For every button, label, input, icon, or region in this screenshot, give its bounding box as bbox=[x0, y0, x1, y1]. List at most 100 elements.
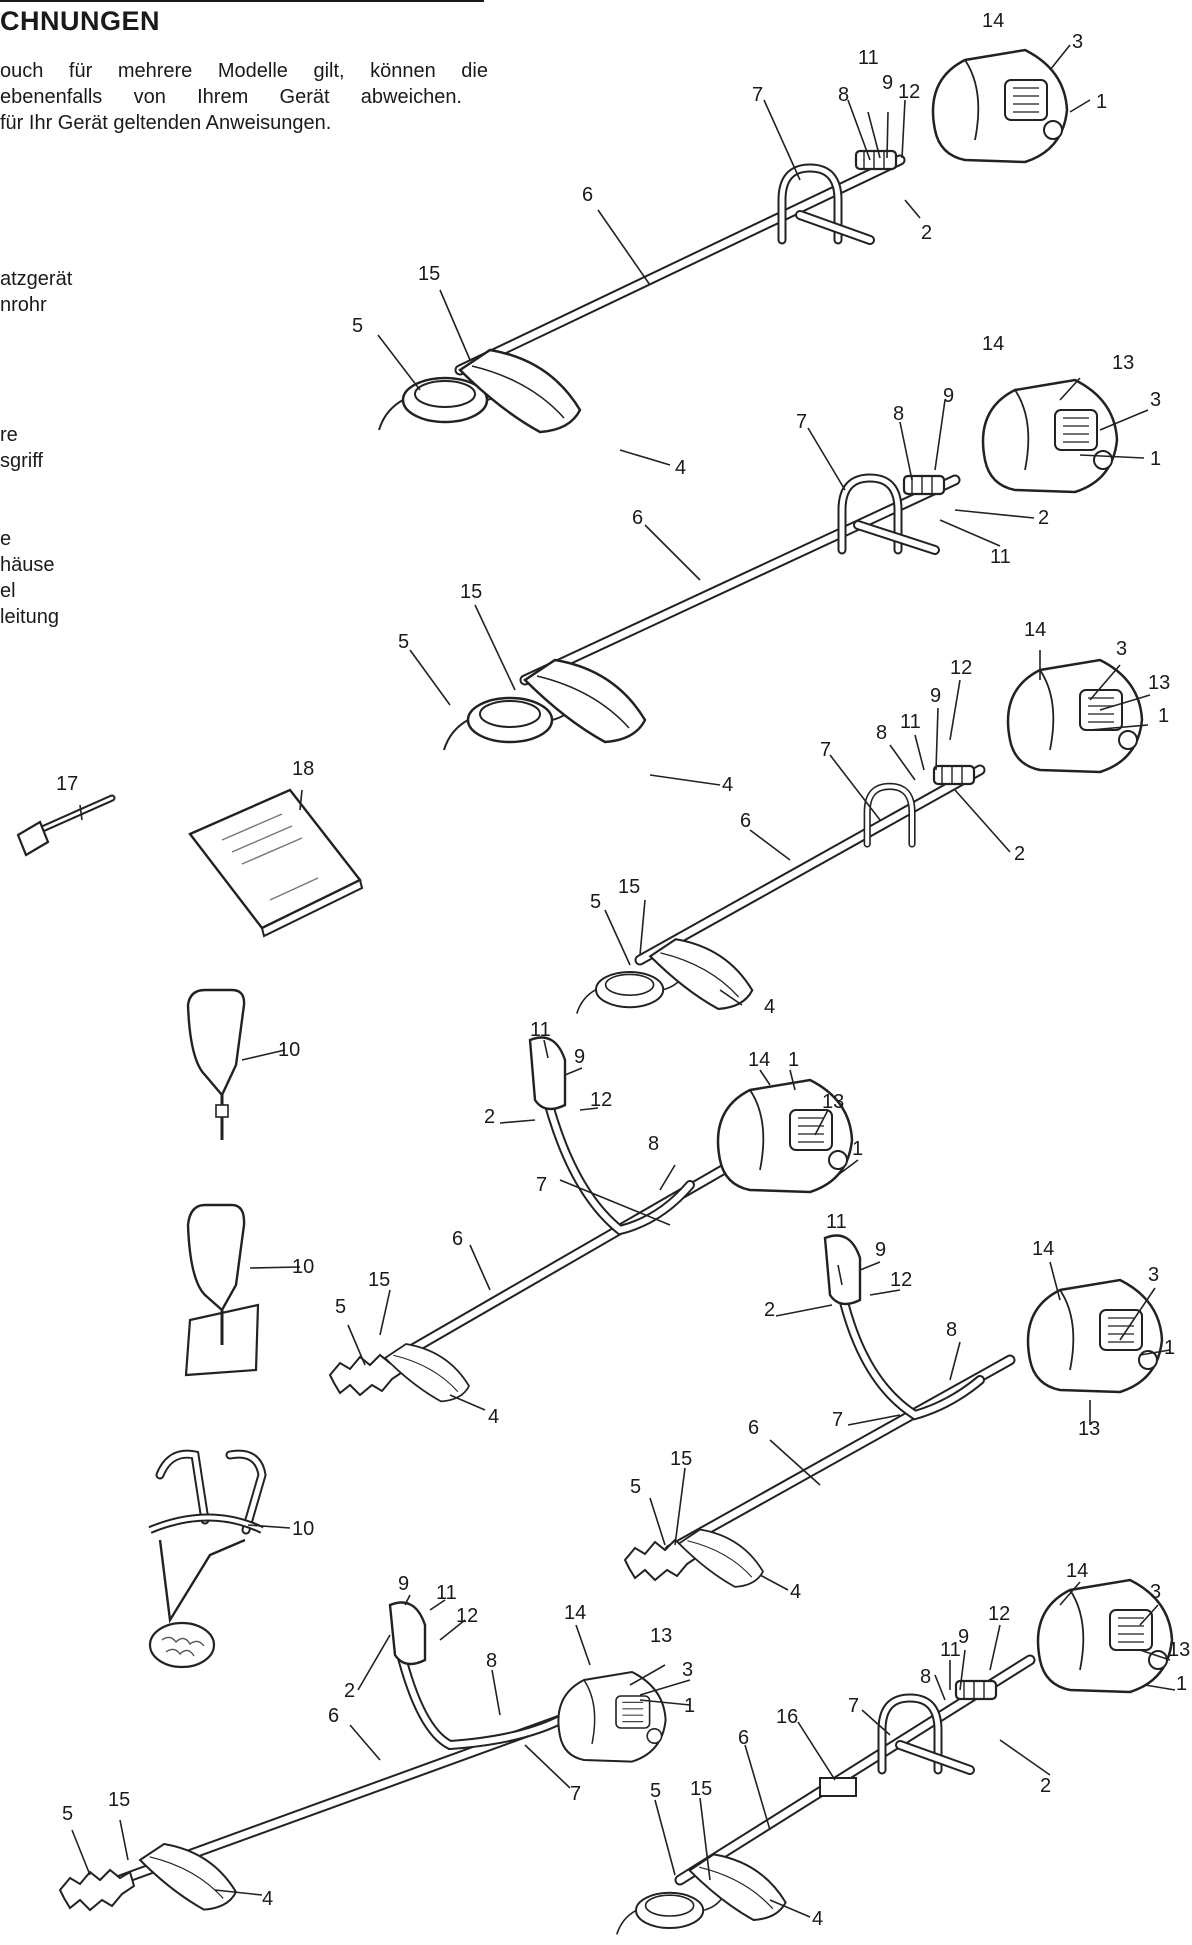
callout-label: 6 bbox=[632, 507, 643, 529]
callout-label: 1 bbox=[1176, 1673, 1187, 1695]
intro-text: ouch für mehrere Modelle gilt, können di… bbox=[0, 58, 488, 136]
brushcutter-drawing bbox=[615, 1578, 1174, 1936]
callout-label: 13 bbox=[822, 1091, 844, 1113]
callout-label: 14 bbox=[1032, 1238, 1054, 1260]
section-title: CHNUNGEN bbox=[0, 6, 161, 36]
callout-label: 14 bbox=[982, 10, 1004, 32]
callout-label: 9 bbox=[958, 1626, 969, 1648]
callout-label: 2 bbox=[484, 1106, 495, 1128]
callout-label: 4 bbox=[790, 1581, 801, 1603]
manual-booklet-drawing bbox=[188, 788, 364, 938]
parts-list-item: e bbox=[0, 528, 12, 550]
brushcutter-drawing bbox=[575, 658, 1144, 1015]
callout-label: 4 bbox=[675, 457, 686, 479]
callout-label: 8 bbox=[893, 403, 904, 425]
callout-label: 8 bbox=[838, 84, 849, 106]
callout-label: 12 bbox=[890, 1269, 912, 1291]
parts-list-item: leitung bbox=[0, 606, 59, 628]
callout-label: 6 bbox=[452, 1228, 463, 1250]
callout-label: 1 bbox=[788, 1049, 799, 1071]
callout-label: 6 bbox=[738, 1727, 749, 1749]
callout-label: 4 bbox=[262, 1888, 273, 1910]
callout-label: 1 bbox=[852, 1138, 863, 1160]
callout-label: 3 bbox=[1072, 31, 1083, 53]
callout-group-accessories: 17 18 10 10 10 bbox=[56, 758, 314, 1540]
brushcutter-drawing bbox=[624, 1234, 1164, 1588]
callout-label: 4 bbox=[488, 1406, 499, 1428]
callout-group-4: 11 9 14 1 2 12 13 8 1 7 6 15 5 4 bbox=[335, 1019, 863, 1428]
intro-line: für Ihr Gerät geltenden Anweisungen. bbox=[0, 112, 332, 134]
callout-label: 12 bbox=[950, 657, 972, 679]
parts-list-item: sgriff bbox=[0, 450, 43, 472]
spark-plug-wrench-drawing bbox=[16, 794, 116, 857]
callout-group-6: 9 11 12 14 13 8 3 2 1 6 7 5 15 4 bbox=[62, 1573, 695, 1910]
callout-label: 3 bbox=[1148, 1264, 1159, 1286]
callout-label: 5 bbox=[62, 1803, 73, 1825]
callout-label: 12 bbox=[988, 1603, 1010, 1625]
callout-label: 16 bbox=[776, 1706, 798, 1728]
callout-label: 7 bbox=[752, 84, 763, 106]
callout-label: 13 bbox=[1112, 352, 1134, 374]
intro-line: ouch für mehrere Modelle gilt, können di… bbox=[0, 60, 488, 82]
callout-group-2: 14 13 3 1 7 8 9 2 11 6 15 5 4 bbox=[398, 333, 1161, 796]
callout-label: 11 bbox=[826, 1211, 847, 1233]
brushcutter-drawing bbox=[329, 1036, 854, 1403]
callout-label: 11 bbox=[436, 1582, 457, 1604]
callout-label: 8 bbox=[876, 722, 887, 744]
callout-label: 15 bbox=[618, 876, 640, 898]
callout-label: 2 bbox=[344, 1680, 355, 1702]
callout-label: 12 bbox=[456, 1605, 478, 1627]
callout-label: 9 bbox=[574, 1046, 585, 1068]
callout-label: 14 bbox=[1024, 619, 1046, 641]
callout-label: 5 bbox=[590, 891, 601, 913]
callout-label: 14 bbox=[1066, 1560, 1088, 1582]
callout-label: 14 bbox=[564, 1602, 586, 1624]
callout-label: 1 bbox=[1164, 1337, 1175, 1359]
callout-label: 11 bbox=[900, 711, 921, 733]
callout-label: 11 bbox=[530, 1019, 551, 1041]
callout-group-3: 14 3 12 13 9 1 11 8 7 6 2 15 5 4 bbox=[590, 619, 1170, 1018]
parts-list-item: el bbox=[0, 580, 16, 602]
callout-label: 11 bbox=[858, 47, 879, 69]
callout-label: 9 bbox=[398, 1573, 409, 1595]
shoulder-strap-drawing bbox=[186, 988, 246, 1140]
callout-label: 13 bbox=[650, 1625, 672, 1647]
shoulder-strap-drawing bbox=[184, 1203, 260, 1377]
callout-label: 9 bbox=[875, 1239, 886, 1261]
callout-label: 8 bbox=[486, 1650, 497, 1672]
callout-label: 4 bbox=[764, 996, 775, 1018]
callout-label: 14 bbox=[982, 333, 1004, 355]
callout-label: 15 bbox=[418, 263, 440, 285]
callout-label: 12 bbox=[590, 1089, 612, 1111]
callout-label: 5 bbox=[398, 631, 409, 653]
callout-label: 6 bbox=[748, 1417, 759, 1439]
callout-label: 3 bbox=[1116, 638, 1127, 660]
intro-line: ebenenfalls von Ihrem Gerät abweichen. bbox=[0, 86, 462, 108]
callout-label: 13 bbox=[1148, 672, 1170, 694]
callout-group-5: 11 9 14 3 12 2 8 1 7 13 6 15 5 4 bbox=[630, 1211, 1175, 1603]
callout-label: 8 bbox=[946, 1319, 957, 1341]
callout-label: 3 bbox=[1150, 389, 1161, 411]
callout-label: 9 bbox=[882, 72, 893, 94]
callout-label: 14 bbox=[748, 1049, 770, 1071]
parts-list-item: häuse bbox=[0, 554, 55, 576]
callout-label: 6 bbox=[582, 184, 593, 206]
callout-label: 11 bbox=[990, 546, 1011, 568]
callout-label: 10 bbox=[292, 1518, 314, 1540]
callout-label: 2 bbox=[1014, 843, 1025, 865]
callout-label: 15 bbox=[460, 581, 482, 603]
callout-label: 8 bbox=[648, 1133, 659, 1155]
callout-label: 7 bbox=[536, 1174, 547, 1196]
callout-label: 15 bbox=[108, 1789, 130, 1811]
parts-list-item: nrohr bbox=[0, 294, 47, 316]
callout-label: 1 bbox=[1158, 705, 1169, 727]
brushcutter-drawing bbox=[59, 1601, 667, 1911]
callout-label: 1 bbox=[1150, 448, 1161, 470]
callout-label: 6 bbox=[740, 810, 751, 832]
callout-label: 5 bbox=[650, 1780, 661, 1802]
callout-label: 2 bbox=[764, 1299, 775, 1321]
callout-label: 12 bbox=[898, 81, 920, 103]
brushcutter-drawing bbox=[442, 378, 1119, 752]
callout-label: 15 bbox=[670, 1448, 692, 1470]
